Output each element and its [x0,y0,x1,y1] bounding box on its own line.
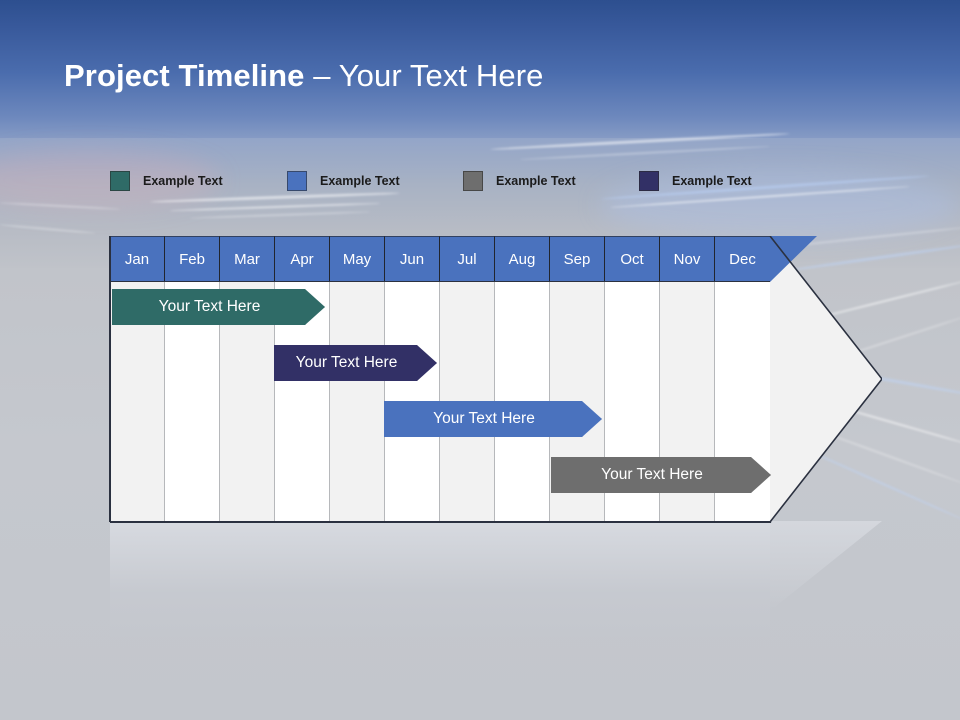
legend: Example Text Example Text Example Text E… [110,168,830,194]
task-bar-2-label: Your Text Here [295,354,398,371]
legend-item[interactable]: Example Text [287,168,400,194]
task-bar-2[interactable]: Your Text Here [274,345,437,381]
legend-item-label: Example Text [496,174,576,188]
month-header-may[interactable]: May [330,236,385,282]
legend-item-label: Example Text [672,174,752,188]
month-header-sep[interactable]: Sep [550,236,605,282]
legend-swatch-icon [639,171,659,191]
task-bar-3[interactable]: Your Text Here [384,401,602,437]
month-header-apr[interactable]: Apr [275,236,330,282]
task-bar-1[interactable]: Your Text Here [112,289,325,325]
legend-swatch-icon [463,171,483,191]
legend-item-label: Example Text [320,174,400,188]
background-glow [600,170,960,240]
legend-item[interactable]: Example Text [463,168,576,194]
month-header-dec[interactable]: Dec [715,236,770,282]
month-header-oct[interactable]: Oct [605,236,660,282]
chart-left-edge [109,236,111,522]
month-header-jul[interactable]: Jul [440,236,495,282]
page-title-bold: Project Timeline [64,58,305,93]
month-header-aug[interactable]: Aug [495,236,550,282]
chart-bottom-edge [110,521,771,523]
month-header-row: Jan Feb Mar Apr May Jun Jul Aug Sep Oct … [110,236,770,282]
month-header-jun[interactable]: Jun [385,236,440,282]
legend-item-label: Example Text [143,174,223,188]
legend-item[interactable]: Example Text [110,168,223,194]
task-bar-3-label: Your Text Here [433,410,535,427]
month-header-jan[interactable]: Jan [110,236,165,282]
legend-item[interactable]: Example Text [639,168,752,194]
page-title-rest: – Your Text Here [304,58,544,93]
page-title: Project Timeline – Your Text Here [64,58,543,94]
month-header-mar[interactable]: Mar [220,236,275,282]
legend-swatch-icon [110,171,130,191]
task-bar-4[interactable]: Your Text Here [551,457,771,493]
timeline-chart: Jan Feb Mar Apr May Jun Jul Aug Sep Oct … [109,236,882,524]
month-header-nov[interactable]: Nov [660,236,715,282]
chart-reflection [110,522,770,640]
legend-swatch-icon [287,171,307,191]
background-sky-gradient [0,0,960,150]
task-bar-1-label: Your Text Here [158,298,261,315]
task-bar-4-label: Your Text Here [601,466,703,483]
month-header-feb[interactable]: Feb [165,236,220,282]
header-bottom-rule [110,281,770,282]
